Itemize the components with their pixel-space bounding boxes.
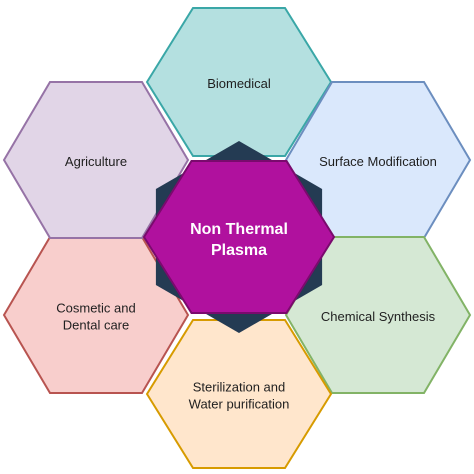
hexagon-chemical-synthesis: Chemical Synthesis — [284, 236, 472, 394]
hexagon-label-cosmetic-line: Dental care — [63, 317, 129, 332]
hexagon-shape-sterilization — [145, 319, 333, 469]
hexagon-surface-modification: Surface Modification — [284, 81, 472, 239]
hexagon-label-biomedical: Biomedical — [207, 76, 271, 91]
center-hexagon-shape — [142, 160, 336, 314]
hexagon-label-surface-modification-line: Surface Modification — [319, 154, 437, 169]
hexagon-label-biomedical-line: Biomedical — [207, 76, 271, 91]
hexagon-label-agriculture: Agriculture — [65, 154, 127, 169]
hexagon-label-sterilization-line: Sterilization and — [193, 379, 286, 394]
center-label-line: Non Thermal — [190, 221, 288, 238]
hexagon-label-cosmetic-line: Cosmetic and — [56, 300, 135, 315]
center-label-line: Plasma — [211, 242, 267, 259]
hexagon-label-sterilization-line: Water purification — [189, 396, 290, 411]
hexagon-label-chemical-synthesis-line: Chemical Synthesis — [321, 309, 436, 324]
hexagon-shape-agriculture — [2, 81, 190, 239]
hexagon-label-surface-modification: Surface Modification — [319, 154, 437, 169]
hexagon-label-agriculture-line: Agriculture — [65, 154, 127, 169]
hexagon-label-chemical-synthesis: Chemical Synthesis — [321, 309, 436, 324]
hexagon-agriculture: Agriculture — [2, 81, 190, 239]
